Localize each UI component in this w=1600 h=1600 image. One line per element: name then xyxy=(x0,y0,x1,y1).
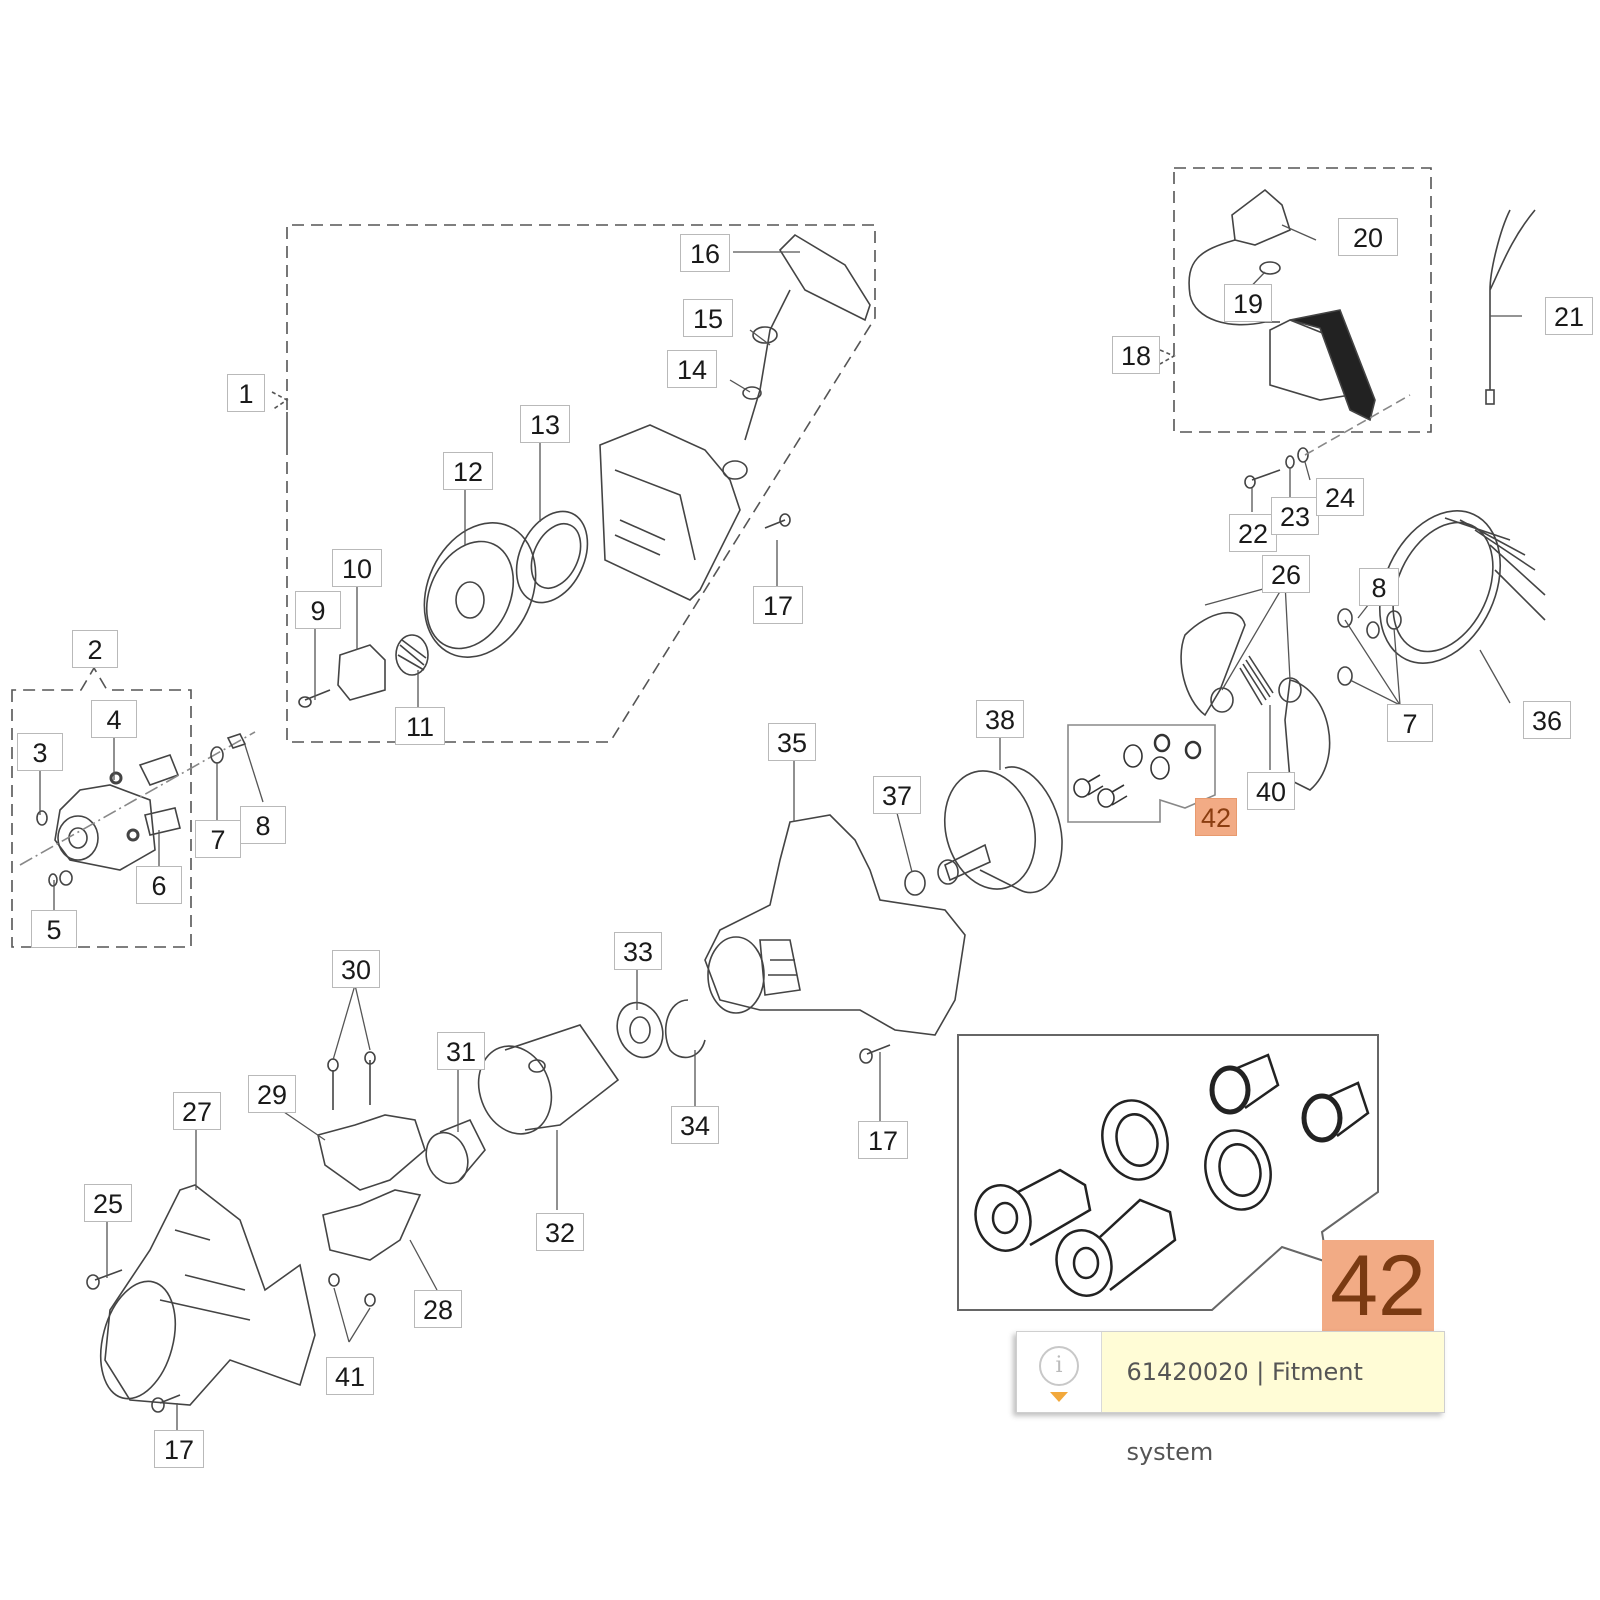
callout-40[interactable]: 40 xyxy=(1247,772,1295,810)
callout-4[interactable]: 4 xyxy=(91,700,137,738)
callout-8-right[interactable]: 8 xyxy=(1359,568,1399,606)
callout-33[interactable]: 33 xyxy=(614,932,662,970)
caret-down-icon xyxy=(1050,1392,1068,1402)
callout-35[interactable]: 35 xyxy=(768,723,816,761)
part-tooltip: i 61420020 | Fitment system xyxy=(1016,1331,1445,1466)
callout-42-detail-highlighted[interactable]: 42 xyxy=(1322,1240,1434,1332)
clutch-drum-38 xyxy=(937,766,1063,894)
callout-42-highlighted[interactable]: 42 xyxy=(1195,798,1237,836)
ignition-module xyxy=(1188,188,1376,422)
callout-37[interactable]: 37 xyxy=(873,776,921,814)
callout-9[interactable]: 9 xyxy=(295,591,341,629)
callout-7-right[interactable]: 7 xyxy=(1387,704,1433,742)
callout-11[interactable]: 11 xyxy=(395,707,445,745)
flywheel-36 xyxy=(1378,510,1546,664)
callout-28[interactable]: 28 xyxy=(414,1290,462,1328)
starter-housing xyxy=(599,424,748,601)
part-32 xyxy=(477,1024,620,1135)
callout-17-middle[interactable]: 17 xyxy=(858,1121,908,1159)
callout-22[interactable]: 22 xyxy=(1229,514,1277,552)
callout-3[interactable]: 3 xyxy=(17,733,63,771)
callout-25[interactable]: 25 xyxy=(84,1184,132,1222)
callout-13[interactable]: 13 xyxy=(520,405,570,443)
wire-21 xyxy=(1489,209,1536,390)
callout-5[interactable]: 5 xyxy=(31,910,77,948)
callout-10[interactable]: 10 xyxy=(332,549,382,587)
callout-41[interactable]: 41 xyxy=(326,1357,374,1395)
callout-26[interactable]: 26 xyxy=(1262,555,1310,593)
callout-27[interactable]: 27 xyxy=(173,1092,221,1130)
group-18-frame xyxy=(1173,167,1432,433)
pulley-12 xyxy=(423,522,537,658)
callout-38[interactable]: 38 xyxy=(976,700,1024,738)
callout-36[interactable]: 36 xyxy=(1523,701,1571,739)
callout-32[interactable]: 32 xyxy=(536,1213,584,1251)
callout-24[interactable]: 24 xyxy=(1316,478,1364,516)
tooltip-text: 61420020 | Fitment system xyxy=(1126,1358,1363,1466)
callout-19[interactable]: 19 xyxy=(1224,284,1272,322)
callout-20[interactable]: 20 xyxy=(1338,218,1398,256)
kit-42-detail-parts xyxy=(974,1053,1370,1297)
callout-17-bottom[interactable]: 17 xyxy=(154,1430,204,1468)
callout-8-left[interactable]: 8 xyxy=(240,806,286,844)
callout-31[interactable]: 31 xyxy=(437,1032,485,1070)
callout-23[interactable]: 23 xyxy=(1271,497,1319,535)
group-1-frame xyxy=(286,224,876,743)
info-icon: i xyxy=(1039,1346,1079,1386)
cover-27 xyxy=(99,1184,316,1406)
callout-29[interactable]: 29 xyxy=(248,1075,296,1113)
callout-6[interactable]: 6 xyxy=(136,866,182,904)
callout-30[interactable]: 30 xyxy=(332,950,380,988)
callout-1[interactable]: 1 xyxy=(227,374,265,412)
part-2-assembly xyxy=(36,754,181,887)
clutch-26 xyxy=(1180,608,1402,791)
callout-18[interactable]: 18 xyxy=(1112,336,1160,374)
callout-34[interactable]: 34 xyxy=(671,1106,719,1144)
housing-35 xyxy=(704,814,966,1036)
callout-15[interactable]: 15 xyxy=(683,299,733,337)
callout-14[interactable]: 14 xyxy=(667,350,717,388)
kit-42-detail-frame xyxy=(957,1034,1379,1311)
kit-42-small-frame xyxy=(1067,724,1216,823)
tooltip-icon-column: i xyxy=(1017,1332,1103,1412)
callout-21[interactable]: 21 xyxy=(1545,297,1593,335)
callout-7-left[interactable]: 7 xyxy=(195,820,241,858)
callout-2[interactable]: 2 xyxy=(72,630,118,668)
callout-17-top[interactable]: 17 xyxy=(753,586,803,624)
callout-12[interactable]: 12 xyxy=(443,452,493,490)
callout-16[interactable]: 16 xyxy=(680,234,730,272)
